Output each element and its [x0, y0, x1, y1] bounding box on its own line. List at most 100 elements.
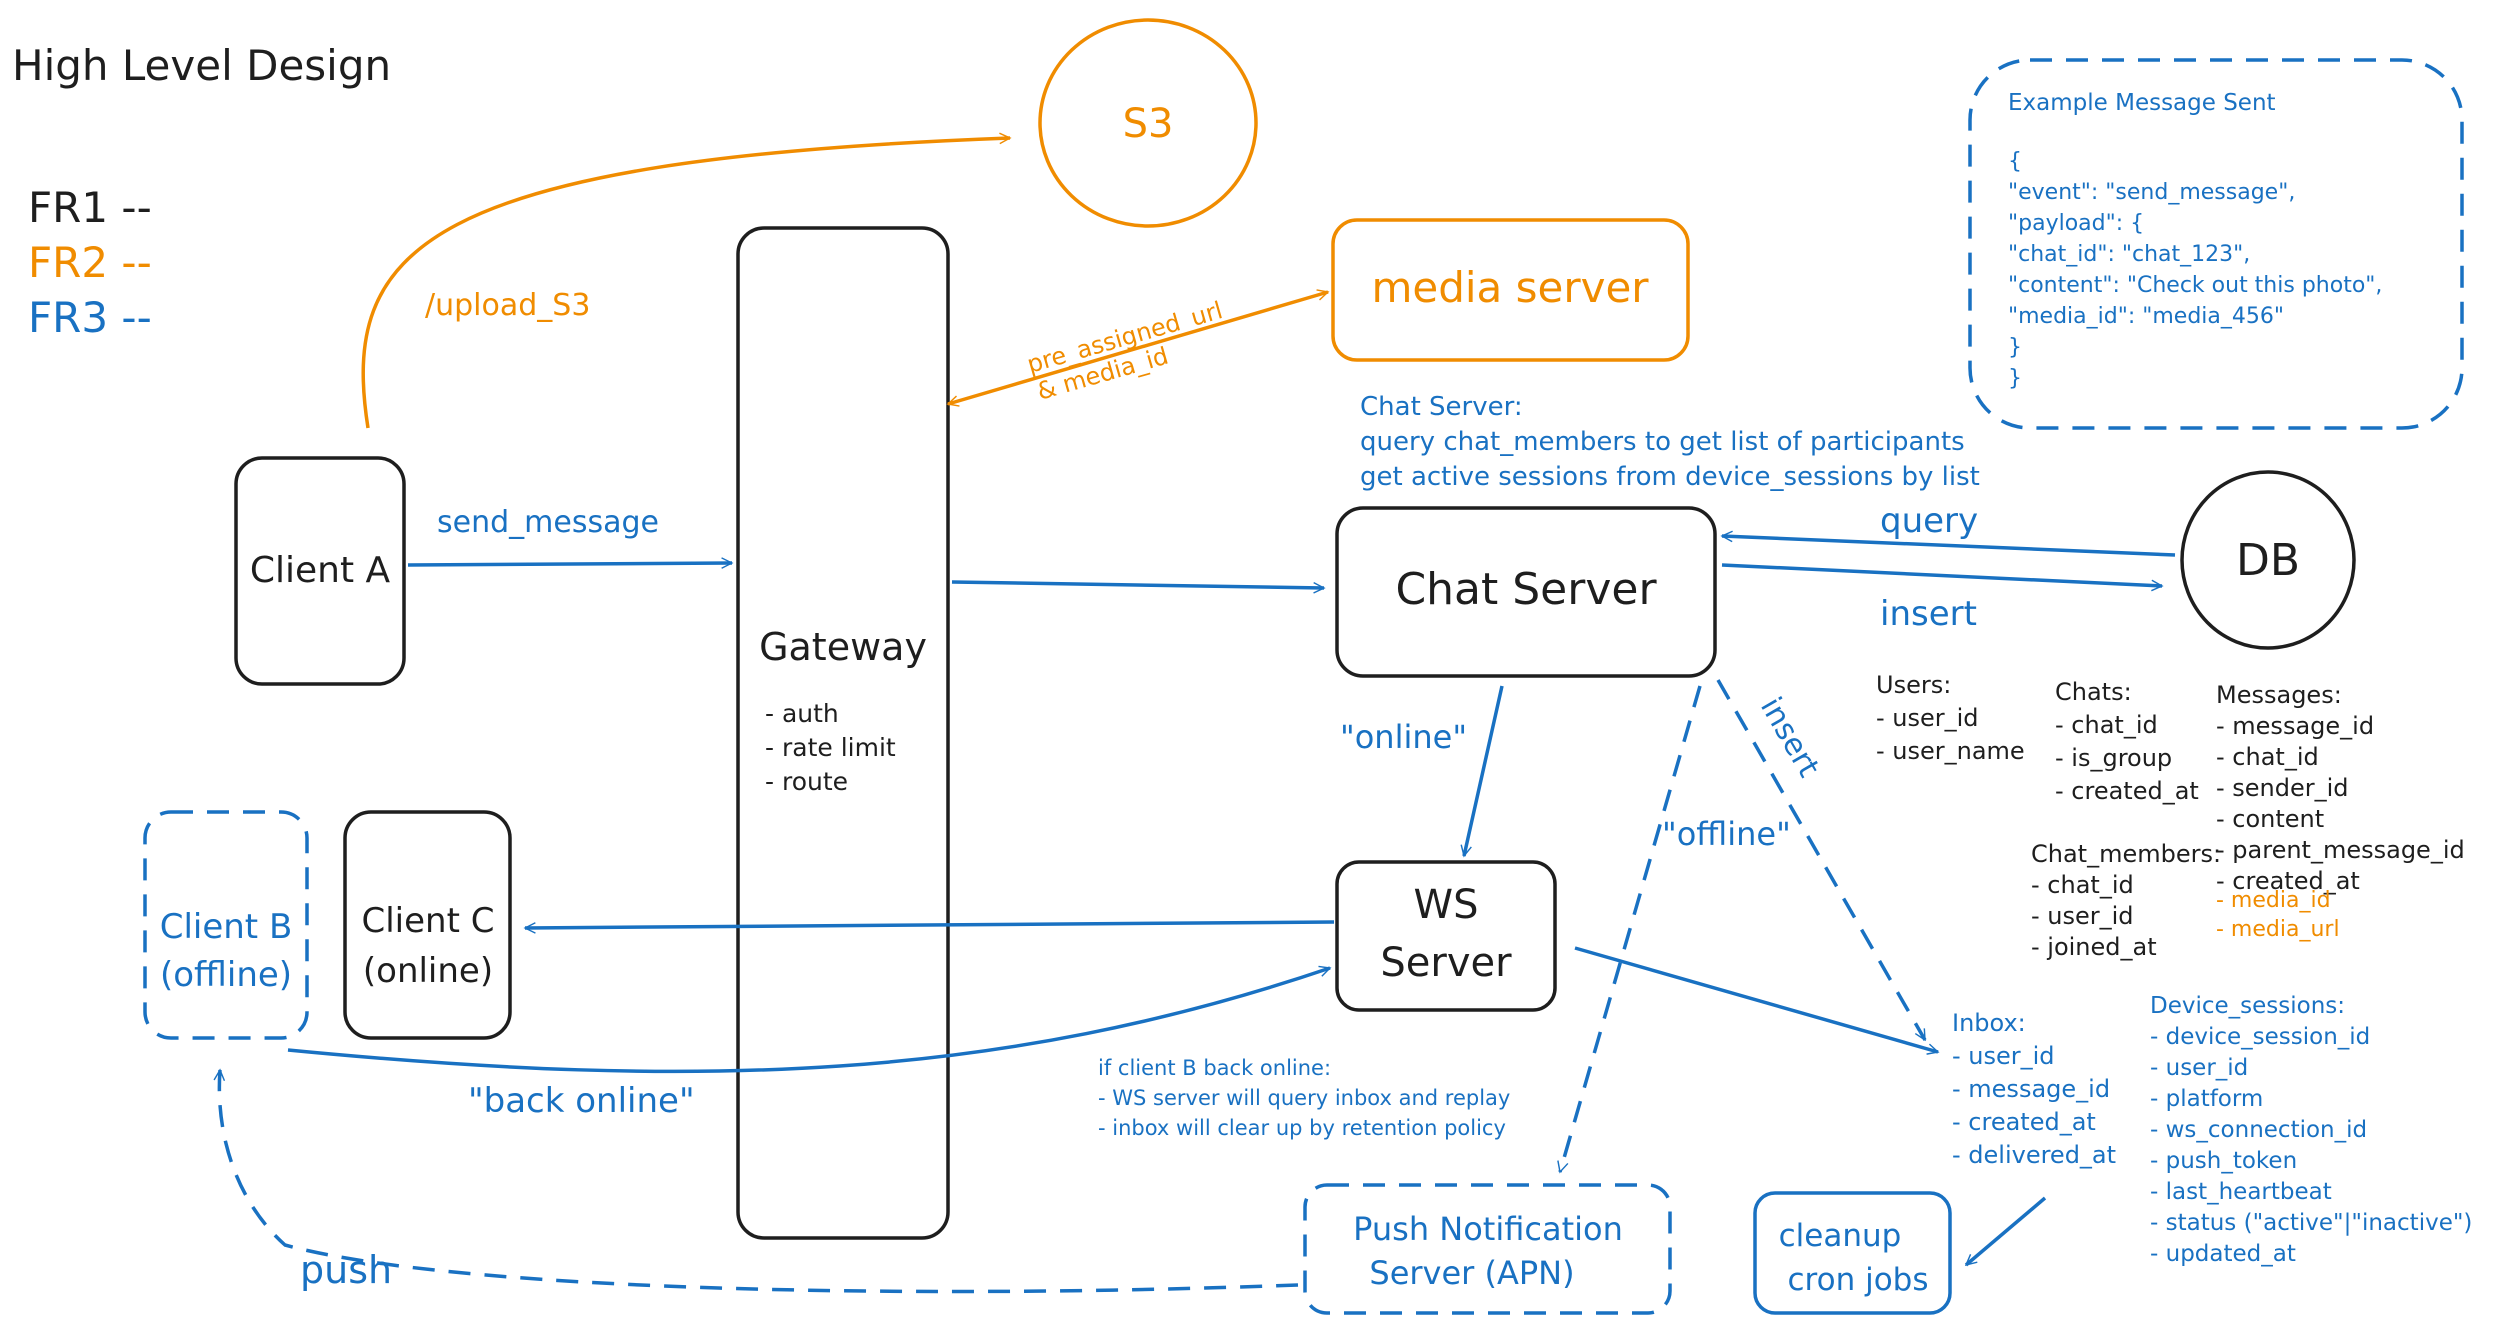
cleanup-node: cleanup cron jobs	[1753, 1191, 1952, 1315]
push-server-node: Push Notification Server (APN)	[1303, 1183, 1672, 1315]
label-online: "online"	[1340, 718, 1467, 756]
chats-table: Chats:- chat_id- is_group- created_at	[2055, 678, 2199, 805]
example-json-line: "chat_id": "chat_123",	[2008, 242, 2250, 267]
gateway-note-route: - route	[765, 767, 848, 796]
example-json-line: "media_id": "media_456"	[2008, 304, 2284, 329]
example-message-box: Example Message Sent { "event": "send_me…	[1968, 58, 2464, 430]
client-c-label-1: Client C	[362, 901, 495, 941]
chat-note-line-1: Chat Server:	[1360, 392, 1523, 422]
client-a-label: Client A	[250, 550, 391, 591]
users-field-line: Users:	[1876, 671, 1951, 699]
example-json-line: "payload": {	[2008, 211, 2144, 236]
example-json: { "event": "send_message", "payload": { …	[2008, 149, 2382, 391]
chat-server-label: Chat Server	[1395, 564, 1657, 615]
messages-media-field-line: - media_id	[2216, 888, 2331, 913]
inbox-table: Inbox: - user_id - message_id - created_at -…	[1952, 1009, 2116, 1169]
device-sessions-field-line: - ws_connection_id	[2150, 1117, 2367, 1143]
client-a-node: Client A	[234, 456, 406, 686]
inbox-field-line: - created_at	[1952, 1108, 2096, 1136]
messages-field-line: - chat_id	[2216, 743, 2319, 771]
example-json-line: {	[2008, 149, 2022, 174]
users-field-line: - user_id	[1876, 704, 1979, 732]
device-sessions-field-line: - device_session_id	[2150, 1024, 2370, 1050]
push-server-label-1: Push Notification	[1353, 1210, 1623, 1248]
users-table: Users:- user_id- user_name	[1876, 671, 2025, 765]
chat-server-node: Chat Server	[1335, 506, 1717, 678]
messages-table: Messages: - message_id - chat_id - sender_i…	[2216, 681, 2465, 895]
gateway-node: Gateway - auth - rate limit - route	[736, 226, 950, 1240]
arrow-client-a-to-s3	[361, 138, 1010, 429]
legend-fr2: FR2 --	[28, 238, 152, 287]
client-c-label-2: (online)	[363, 951, 493, 991]
client-b-note-line-1: if client B back online:	[1098, 1056, 1331, 1080]
inbox-field-line: - message_id	[1952, 1075, 2110, 1103]
messages-media-field-line: - media_url	[2216, 917, 2340, 942]
arrow-client-b-to-ws	[287, 968, 1330, 1074]
messages-field-line: - content	[2216, 805, 2324, 833]
device-sessions-field-line: Device_sessions:	[2150, 993, 2345, 1019]
arrow-chat-server-to-ws	[1464, 685, 1504, 856]
device-sessions-field-line: - platform	[2150, 1086, 2263, 1112]
arrow-media-to-gateway	[948, 292, 1328, 404]
chat-server-note: Chat Server: query chat_members to get l…	[1360, 392, 1980, 492]
device-sessions-table: Device_sessions:- device_session_id- use…	[2150, 993, 2472, 1267]
messages-field-line: - message_id	[2216, 712, 2374, 740]
example-json-line: "event": "send_message",	[2008, 180, 2295, 205]
messages-field-line: - parent_message_id	[2216, 836, 2465, 864]
chats-field-line: - created_at	[2055, 777, 2199, 805]
media-server-node: media server	[1331, 218, 1690, 362]
client-b-node: Client B (offline)	[143, 810, 309, 1040]
label-offline: "offline"	[1662, 815, 1791, 853]
push-server-label-2: Server (APN)	[1369, 1254, 1574, 1292]
chats-field-line: - chat_id	[2055, 711, 2158, 739]
chat-members-field-line: Chat_members:	[2031, 840, 2221, 868]
device-sessions-field-line: - updated_at	[2150, 1241, 2296, 1267]
s3-node: S3	[1038, 18, 1258, 228]
label-back-online: "back online"	[468, 1081, 695, 1121]
messages-field-line: Messages:	[2216, 681, 2342, 709]
s3-label: S3	[1123, 101, 1174, 147]
client-b-online-note: if client B back online: - WS server wil…	[1098, 1056, 1510, 1140]
diagram-title: High Level Design	[12, 41, 391, 90]
arrow-device-sessions-to-cleanup	[1966, 1196, 2047, 1267]
chat-members-field-line: - user_id	[2031, 902, 2134, 930]
arrow-ws-to-inbox	[1574, 946, 1938, 1052]
chat-members-field-line: - joined_at	[2031, 933, 2157, 961]
ws-server-label-1: WS	[1414, 882, 1479, 928]
gateway-label: Gateway	[759, 625, 927, 669]
inbox-field-line: Inbox:	[1952, 1009, 2026, 1037]
arrow-db-to-chat-server	[1722, 536, 2176, 557]
messages-media-fields: - media_id - media_url	[2216, 888, 2340, 942]
example-json-line: }	[2008, 335, 2022, 360]
gateway-note-rate-limit: - rate limit	[765, 733, 896, 762]
label-upload-s3: /upload_S3	[425, 288, 590, 323]
cleanup-label-2: cron jobs	[1788, 1262, 1929, 1298]
label-send-message: send_message	[437, 505, 659, 540]
device-sessions-field-line: - push_token	[2150, 1148, 2297, 1174]
label-insert-diagonal: insert	[1753, 692, 1826, 784]
label-insert: insert	[1880, 594, 1977, 634]
inbox-field-line: - delivered_at	[1952, 1141, 2116, 1169]
example-title: Example Message Sent	[2008, 90, 2276, 116]
arrow-ws-to-client-c	[525, 920, 1335, 928]
chats-field-line: - is_group	[2055, 744, 2172, 772]
chat-members-field-line: - chat_id	[2031, 871, 2134, 899]
chat-members-table: Chat_members: - chat_id - user_id - joined_…	[2031, 840, 2221, 961]
client-b-label-1: Client B	[160, 907, 293, 947]
label-push: push	[300, 1248, 392, 1292]
ws-server-node: WS Server	[1335, 860, 1557, 1012]
device-sessions-field-line: - status ("active"|"inactive")	[2150, 1210, 2472, 1236]
messages-field-line: - sender_id	[2216, 774, 2349, 802]
inbox-field-line: - user_id	[1952, 1042, 2055, 1070]
legend-fr3: FR3 --	[28, 293, 152, 342]
db-node: DB	[2180, 470, 2356, 650]
example-json-line: "content": "Check out this photo",	[2008, 273, 2382, 298]
cleanup-label-1: cleanup	[1779, 1218, 1902, 1254]
client-b-label-2: (offline)	[160, 955, 292, 995]
db-label: DB	[2236, 535, 2300, 586]
client-b-note-line-3: - inbox will clear up by retention polic…	[1098, 1116, 1506, 1140]
client-c-node: Client C (online)	[343, 810, 512, 1040]
arrow-chat-server-to-db	[1721, 563, 2162, 586]
arrow-gateway-to-chat-server	[951, 580, 1324, 588]
